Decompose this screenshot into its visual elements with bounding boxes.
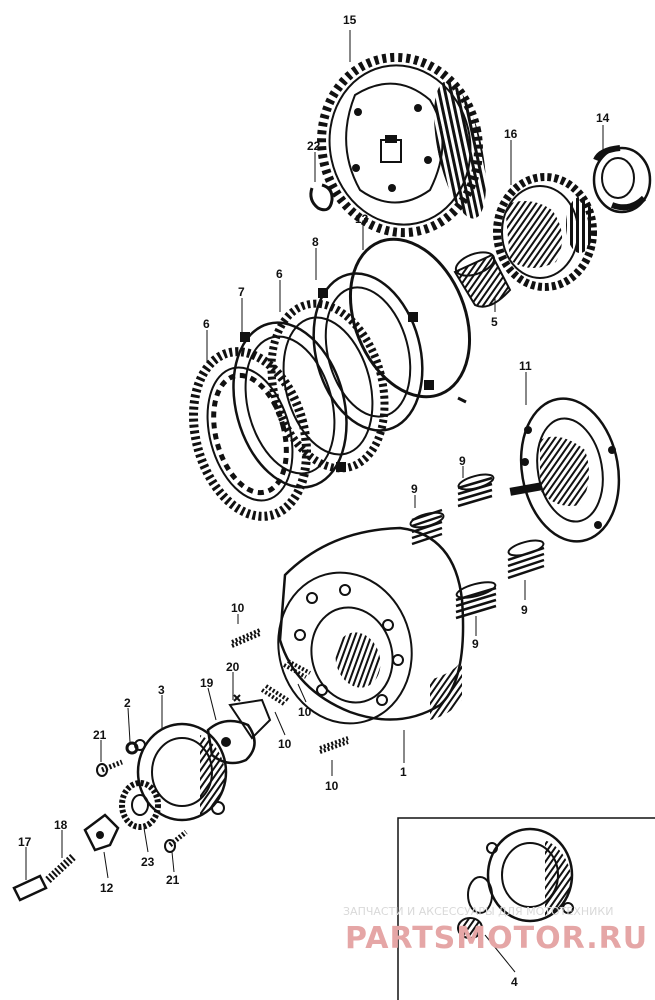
- callout-6-lower: 6: [203, 317, 210, 331]
- callout-14: 14: [596, 111, 610, 125]
- bearing: [119, 780, 161, 830]
- small-spring-1: [231, 628, 261, 648]
- bushing: [453, 251, 512, 308]
- clutch-spring-1: [409, 508, 445, 546]
- screw-upper: [96, 759, 123, 777]
- driven-gear: [317, 52, 486, 238]
- clutch-plate-8: [312, 272, 434, 432]
- small-spring-4: [319, 736, 349, 754]
- callout-5: 5: [491, 315, 498, 329]
- lifter-spring: [45, 853, 77, 883]
- small-spring-3: [260, 684, 290, 706]
- filter-rotor: [134, 722, 228, 822]
- watermark-logo: PARTSMOTOR.RU: [345, 921, 648, 956]
- clutch-spring-3: [507, 539, 545, 580]
- callout-15: 15: [343, 13, 357, 27]
- callout-21-upper: 21: [93, 728, 107, 742]
- callout-9-bottom: 9: [472, 637, 479, 651]
- callout-2: 2: [124, 696, 131, 710]
- watermark: ЗАПЧАСТИ И АКСЕССУАРЫ ДЛЯ МОТОТЕХНИКИ PA…: [343, 905, 648, 956]
- callout-19: 19: [200, 676, 214, 690]
- clutch-spring-4: [455, 581, 497, 620]
- lifter-pin: [12, 874, 48, 902]
- oil-pump-drive-gear: [493, 173, 597, 291]
- leader-lines: [25, 30, 604, 973]
- callout-1: 1: [400, 765, 407, 779]
- callout-21-lower: 21: [166, 873, 180, 887]
- clutch-outer-housing: [277, 526, 465, 725]
- friction-disc-lower: [188, 347, 312, 521]
- callout-labels: 15 14 16 22 13 8 6 7 6 5 11 9 9 9 9 10 1…: [18, 13, 610, 989]
- small-spring-2: [283, 659, 311, 679]
- callout-23: 23: [141, 855, 155, 869]
- clutch-spring-2: [457, 473, 495, 508]
- circlip: [309, 183, 334, 212]
- callout-18: 18: [54, 818, 68, 832]
- callout-12: 12: [100, 881, 114, 895]
- clutch-plate-7: [232, 321, 348, 489]
- callout-11: 11: [519, 359, 532, 373]
- callout-6-upper: 6: [276, 267, 283, 281]
- clutch-center: [509, 397, 621, 543]
- inset-rotor: [457, 827, 574, 939]
- callout-10-left: 10: [278, 737, 292, 751]
- collar: [592, 145, 652, 214]
- callout-16: 16: [504, 127, 518, 141]
- screw-lower: [164, 830, 188, 853]
- friction-disc-upper: [267, 299, 389, 473]
- callout-20: 20: [226, 660, 240, 674]
- wire-ring: [348, 237, 472, 404]
- callout-9-right: 9: [521, 603, 528, 617]
- watermark-tagline: ЗАПЧАСТИ И АКСЕССУАРЫ ДЛЯ МОТОТЕХНИКИ: [343, 905, 613, 918]
- callout-17: 17: [18, 835, 32, 849]
- callout-8: 8: [312, 235, 319, 249]
- callout-22: 22: [307, 139, 321, 153]
- callout-7: 7: [238, 285, 245, 299]
- callout-4: 4: [511, 975, 518, 989]
- callout-3: 3: [158, 683, 165, 697]
- callout-9-top: 9: [459, 454, 466, 468]
- callout-10-top: 10: [231, 601, 245, 615]
- callout-13: 13: [355, 212, 369, 226]
- small-ring: [125, 741, 139, 755]
- lifter-piece: [83, 813, 120, 852]
- inset-box: [397, 817, 655, 1000]
- callout-10-bottom: 10: [325, 779, 339, 793]
- callout-10-mid: 10: [298, 705, 312, 719]
- callout-9-left: 9: [411, 482, 418, 496]
